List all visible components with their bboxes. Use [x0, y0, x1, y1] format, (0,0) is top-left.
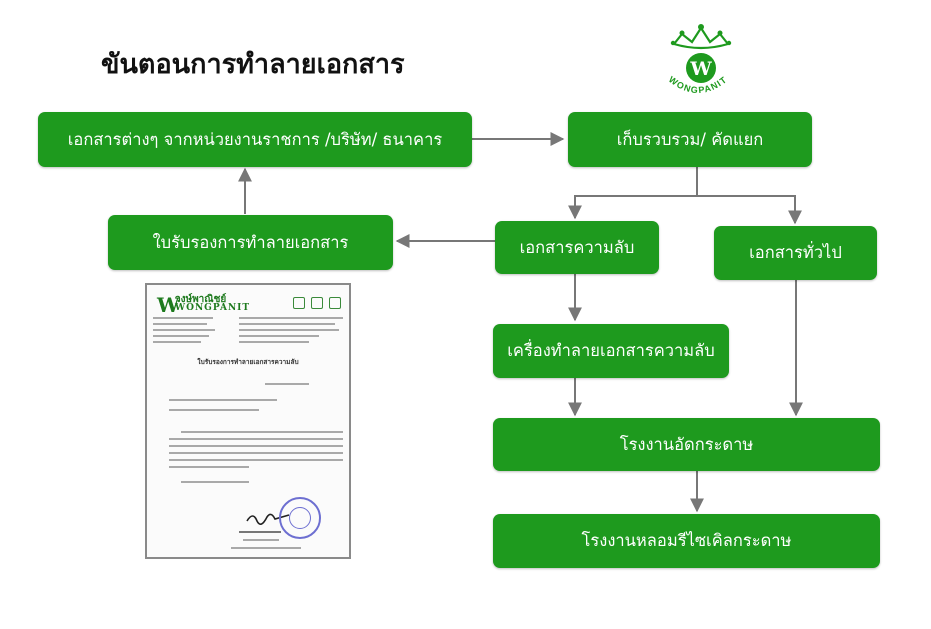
brand-wordmark: WONGPANIT: [667, 74, 728, 95]
node-paper-sorting-plant: โรงงานอัดกระดาษ: [493, 418, 880, 471]
node-collect-sort: เก็บรวบรวม/ คัดแยก: [568, 112, 812, 167]
arrow-collect-to-confidential: [568, 166, 698, 220]
node-confidential-documents: เอกสารความลับ: [495, 221, 659, 274]
company-seal-icon: [279, 497, 321, 539]
certification-badge-icon: [311, 297, 323, 309]
certification-badge-icon: [293, 297, 305, 309]
arrow-collect-to-general: [697, 195, 802, 225]
signature-icon: [246, 513, 290, 525]
certificate-heading: ใบรับรองการทำลายเอกสารความลับ: [197, 358, 299, 366]
certificate-brand-en: WONGPANIT: [175, 303, 251, 313]
certificate-letterhead: W วงษ์พาณิชย์ WONGPANIT: [153, 289, 343, 317]
certification-badge-icon: [329, 297, 341, 309]
certificate-document-image: W วงษ์พาณิชย์ WONGPANIT ใบรับรองการทำลาย…: [145, 283, 351, 559]
crown-w-logo-icon: W: [670, 24, 732, 83]
node-general-documents: เอกสารทั่วไป: [714, 226, 877, 280]
node-source-documents: เอกสารต่างๆ จากหน่วยงานราชการ /บริษัท/ ธ…: [38, 112, 472, 167]
certificate-brand-th: วงษ์พาณิชย์: [175, 294, 227, 305]
svg-text:W: W: [689, 58, 712, 80]
page-title: ขันตอนการทำลายเอกสาร: [101, 49, 405, 80]
certificate-logo-icon: W: [157, 293, 180, 317]
node-destruction-certificate: ใบรับรองการทำลายเอกสาร: [108, 215, 393, 270]
node-paper-recycling-plant: โรงงานหลอมรีไซเคิลกระดาษ: [493, 514, 880, 568]
node-shredder-machine: เครื่องทำลายเอกสารความลับ: [493, 324, 729, 378]
